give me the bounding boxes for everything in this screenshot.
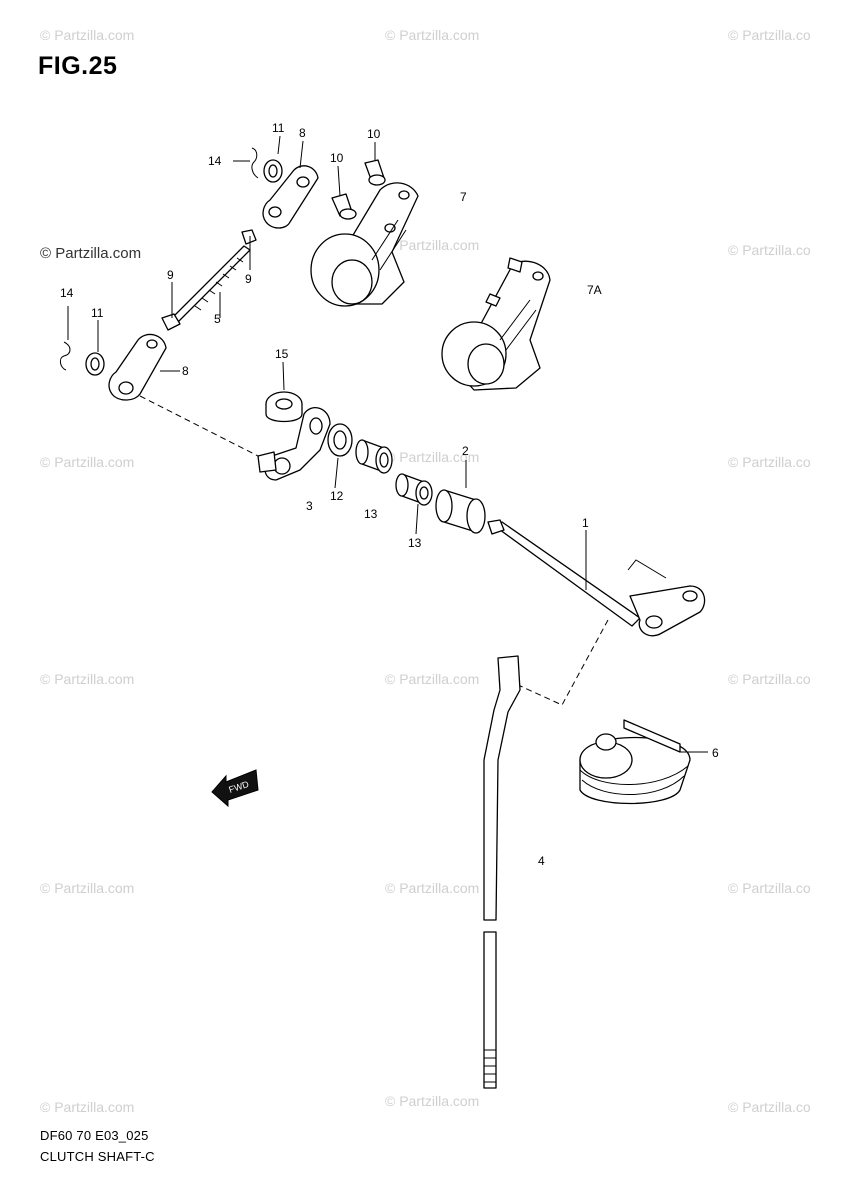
callout-12: 12 <box>330 489 344 503</box>
clip-14-left <box>59 306 71 371</box>
lever-8-top <box>262 165 319 229</box>
watermark: © Partzilla.com <box>40 454 134 470</box>
bracket-7 <box>310 182 419 307</box>
callout-13-b: 13 <box>408 536 422 550</box>
callout-14-left: 14 <box>60 286 74 300</box>
clip-14-top <box>233 147 259 179</box>
callout-15: 15 <box>275 347 289 361</box>
watermarks: © Partzilla.com © Partzilla.com © Partzi… <box>40 27 811 1115</box>
callout-7a: 7A <box>587 283 602 297</box>
callout-14-top: 14 <box>208 154 222 168</box>
watermark: © Partzilla.com <box>385 671 479 687</box>
fwd-arrow-icon: FWD <box>211 769 259 808</box>
diagram-code: DF60 70 E03_025 <box>40 1128 149 1143</box>
rod-4 <box>483 655 521 1089</box>
watermark: © Partzilla.co <box>728 880 811 896</box>
leader-lines <box>97 135 708 753</box>
callout-8-left: 8 <box>182 364 189 378</box>
figure-title: FIG.25 <box>38 52 118 80</box>
callout-10-a: 10 <box>367 127 381 141</box>
watermark: © Partzilla.com <box>40 245 141 262</box>
callout-8-top: 8 <box>299 126 306 140</box>
watermark: © Partzilla.com <box>40 671 134 687</box>
callout-11-left: 11 <box>91 306 104 320</box>
callout-4: 4 <box>538 854 545 868</box>
callout-10-b: 10 <box>330 151 344 165</box>
watermark: © Partzilla.com <box>385 1093 479 1109</box>
washer-12 <box>327 423 353 457</box>
callout-5: 5 <box>214 312 221 326</box>
sleeve-2 <box>435 489 486 534</box>
watermark: © Partzilla.com <box>385 27 479 43</box>
callout-1: 1 <box>582 516 589 530</box>
callout-13-a: 13 <box>364 507 378 521</box>
bolt-10-b <box>331 193 357 220</box>
watermark: © Partzilla.co <box>728 27 811 43</box>
link-plate-3 <box>257 407 331 481</box>
grommet-6 <box>579 719 691 805</box>
watermark: © Partzilla.com <box>40 1099 134 1115</box>
leader-dashed-1 <box>515 619 609 706</box>
bracket-7a <box>441 257 551 391</box>
callout-11-top: 11 <box>272 121 285 135</box>
callout-6: 6 <box>712 746 719 760</box>
watermark: © Partzilla.com <box>40 880 134 896</box>
watermark: © Partzilla.co <box>728 454 811 470</box>
watermark: © Partzilla.com <box>40 27 134 43</box>
bolt-10-a <box>364 159 386 186</box>
bushing-13-a <box>355 439 393 474</box>
callout-9-a: 9 <box>167 268 174 282</box>
washer-11-left <box>85 352 105 376</box>
callout-9-b: 9 <box>245 272 252 286</box>
callout-7: 7 <box>460 190 467 204</box>
watermark: © Partzilla.com <box>385 880 479 896</box>
diagram-name: CLUTCH SHAFT-C <box>40 1149 155 1164</box>
leader-dashed-8 <box>139 395 263 459</box>
callouts: 11 8 14 10 10 7 7A 9 9 5 14 11 8 15 3 12… <box>60 121 719 868</box>
lever-8-left <box>108 333 167 401</box>
rod-5 <box>169 245 251 325</box>
watermark: © Partzilla.co <box>728 1099 811 1115</box>
callout-3: 3 <box>306 499 313 513</box>
watermark: © Partzilla.co <box>728 671 811 687</box>
clutch-shaft-1 <box>487 519 706 637</box>
bushing-13-b <box>395 473 433 506</box>
nut-9-left <box>161 313 181 331</box>
watermark: © Partzilla.com <box>385 237 479 253</box>
watermark: © Partzilla.co <box>728 242 811 258</box>
nut-9-top <box>241 229 257 245</box>
bushing-15 <box>265 391 303 423</box>
washer-11-top <box>263 159 283 183</box>
callout-2: 2 <box>462 444 469 458</box>
watermark: © Partzilla.com <box>385 449 479 465</box>
